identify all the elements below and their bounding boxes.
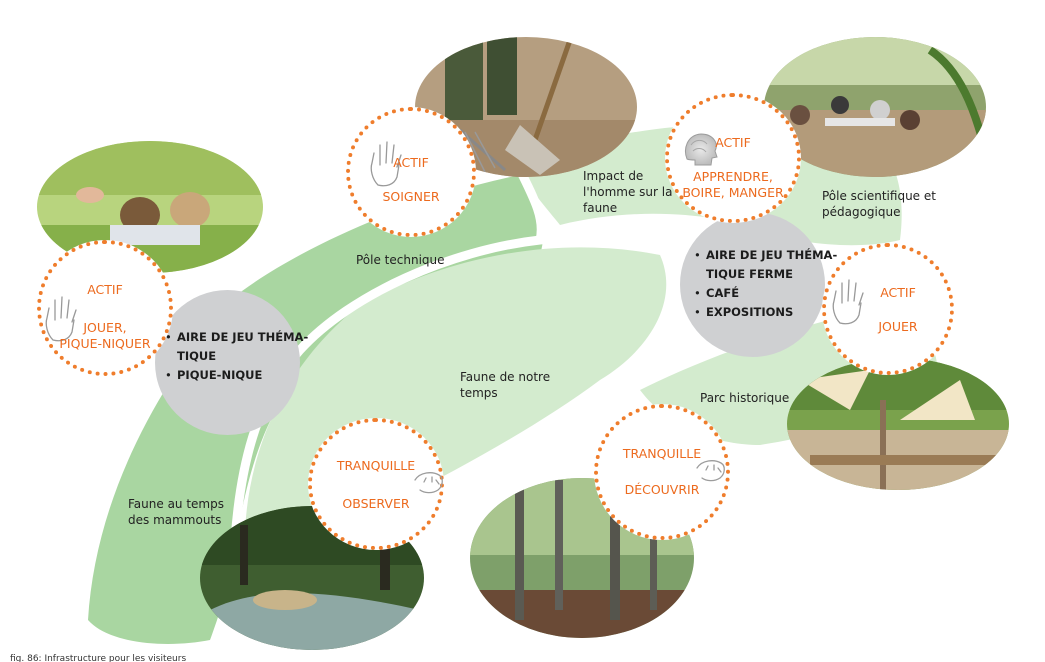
info-circle-east: AIRE DE JEU THÉMA- TIQUE FERME CAFÉ EXPO… — [680, 212, 837, 357]
info-item: TIQUE — [177, 349, 217, 363]
animal-icon — [414, 472, 443, 494]
hand-icon — [370, 141, 402, 187]
info-item: TIQUE FERME — [706, 267, 793, 281]
badge-jouer: ACTIF JOUER — [822, 243, 954, 375]
hand-icon — [45, 296, 77, 342]
badge-decouvrir: TRANQUILLE DÉCOUVRIR — [594, 404, 730, 540]
label-parc-historique: Parc historique — [700, 391, 790, 405]
hand-icon — [832, 279, 864, 325]
info-item: PIQUE-NIQUE — [165, 366, 308, 385]
badge-apprendre: ACTIF APPRENDRE, BOIRE, MANGER — [665, 93, 801, 223]
badge-soigner: ACTIF SOIGNER — [346, 107, 476, 237]
label-pole-technique: Pôle technique — [356, 253, 445, 267]
info-circle-west: AIRE DE JEU THÉMA- TIQUE PIQUE-NIQUE — [155, 290, 308, 435]
info-item: AIRE DE JEU THÉMA- — [165, 328, 308, 347]
head-icon — [685, 133, 718, 166]
animal-icon — [696, 460, 725, 482]
info-item: AIRE DE JEU THÉMA- — [694, 246, 837, 265]
badge-jouer-piquenique: ACTIF JOUER, PIQUE-NIQUER — [37, 240, 173, 376]
info-item: CAFÉ — [694, 284, 837, 303]
figure-caption: fig. 86: Infrastructure pour les visiteu… — [10, 654, 187, 662]
badge-observer: TRANQUILLE OBSERVER — [308, 418, 444, 550]
zone-faune-mammouts — [88, 175, 544, 644]
info-item: EXPOSITIONS — [694, 303, 837, 322]
park-path — [230, 165, 546, 545]
